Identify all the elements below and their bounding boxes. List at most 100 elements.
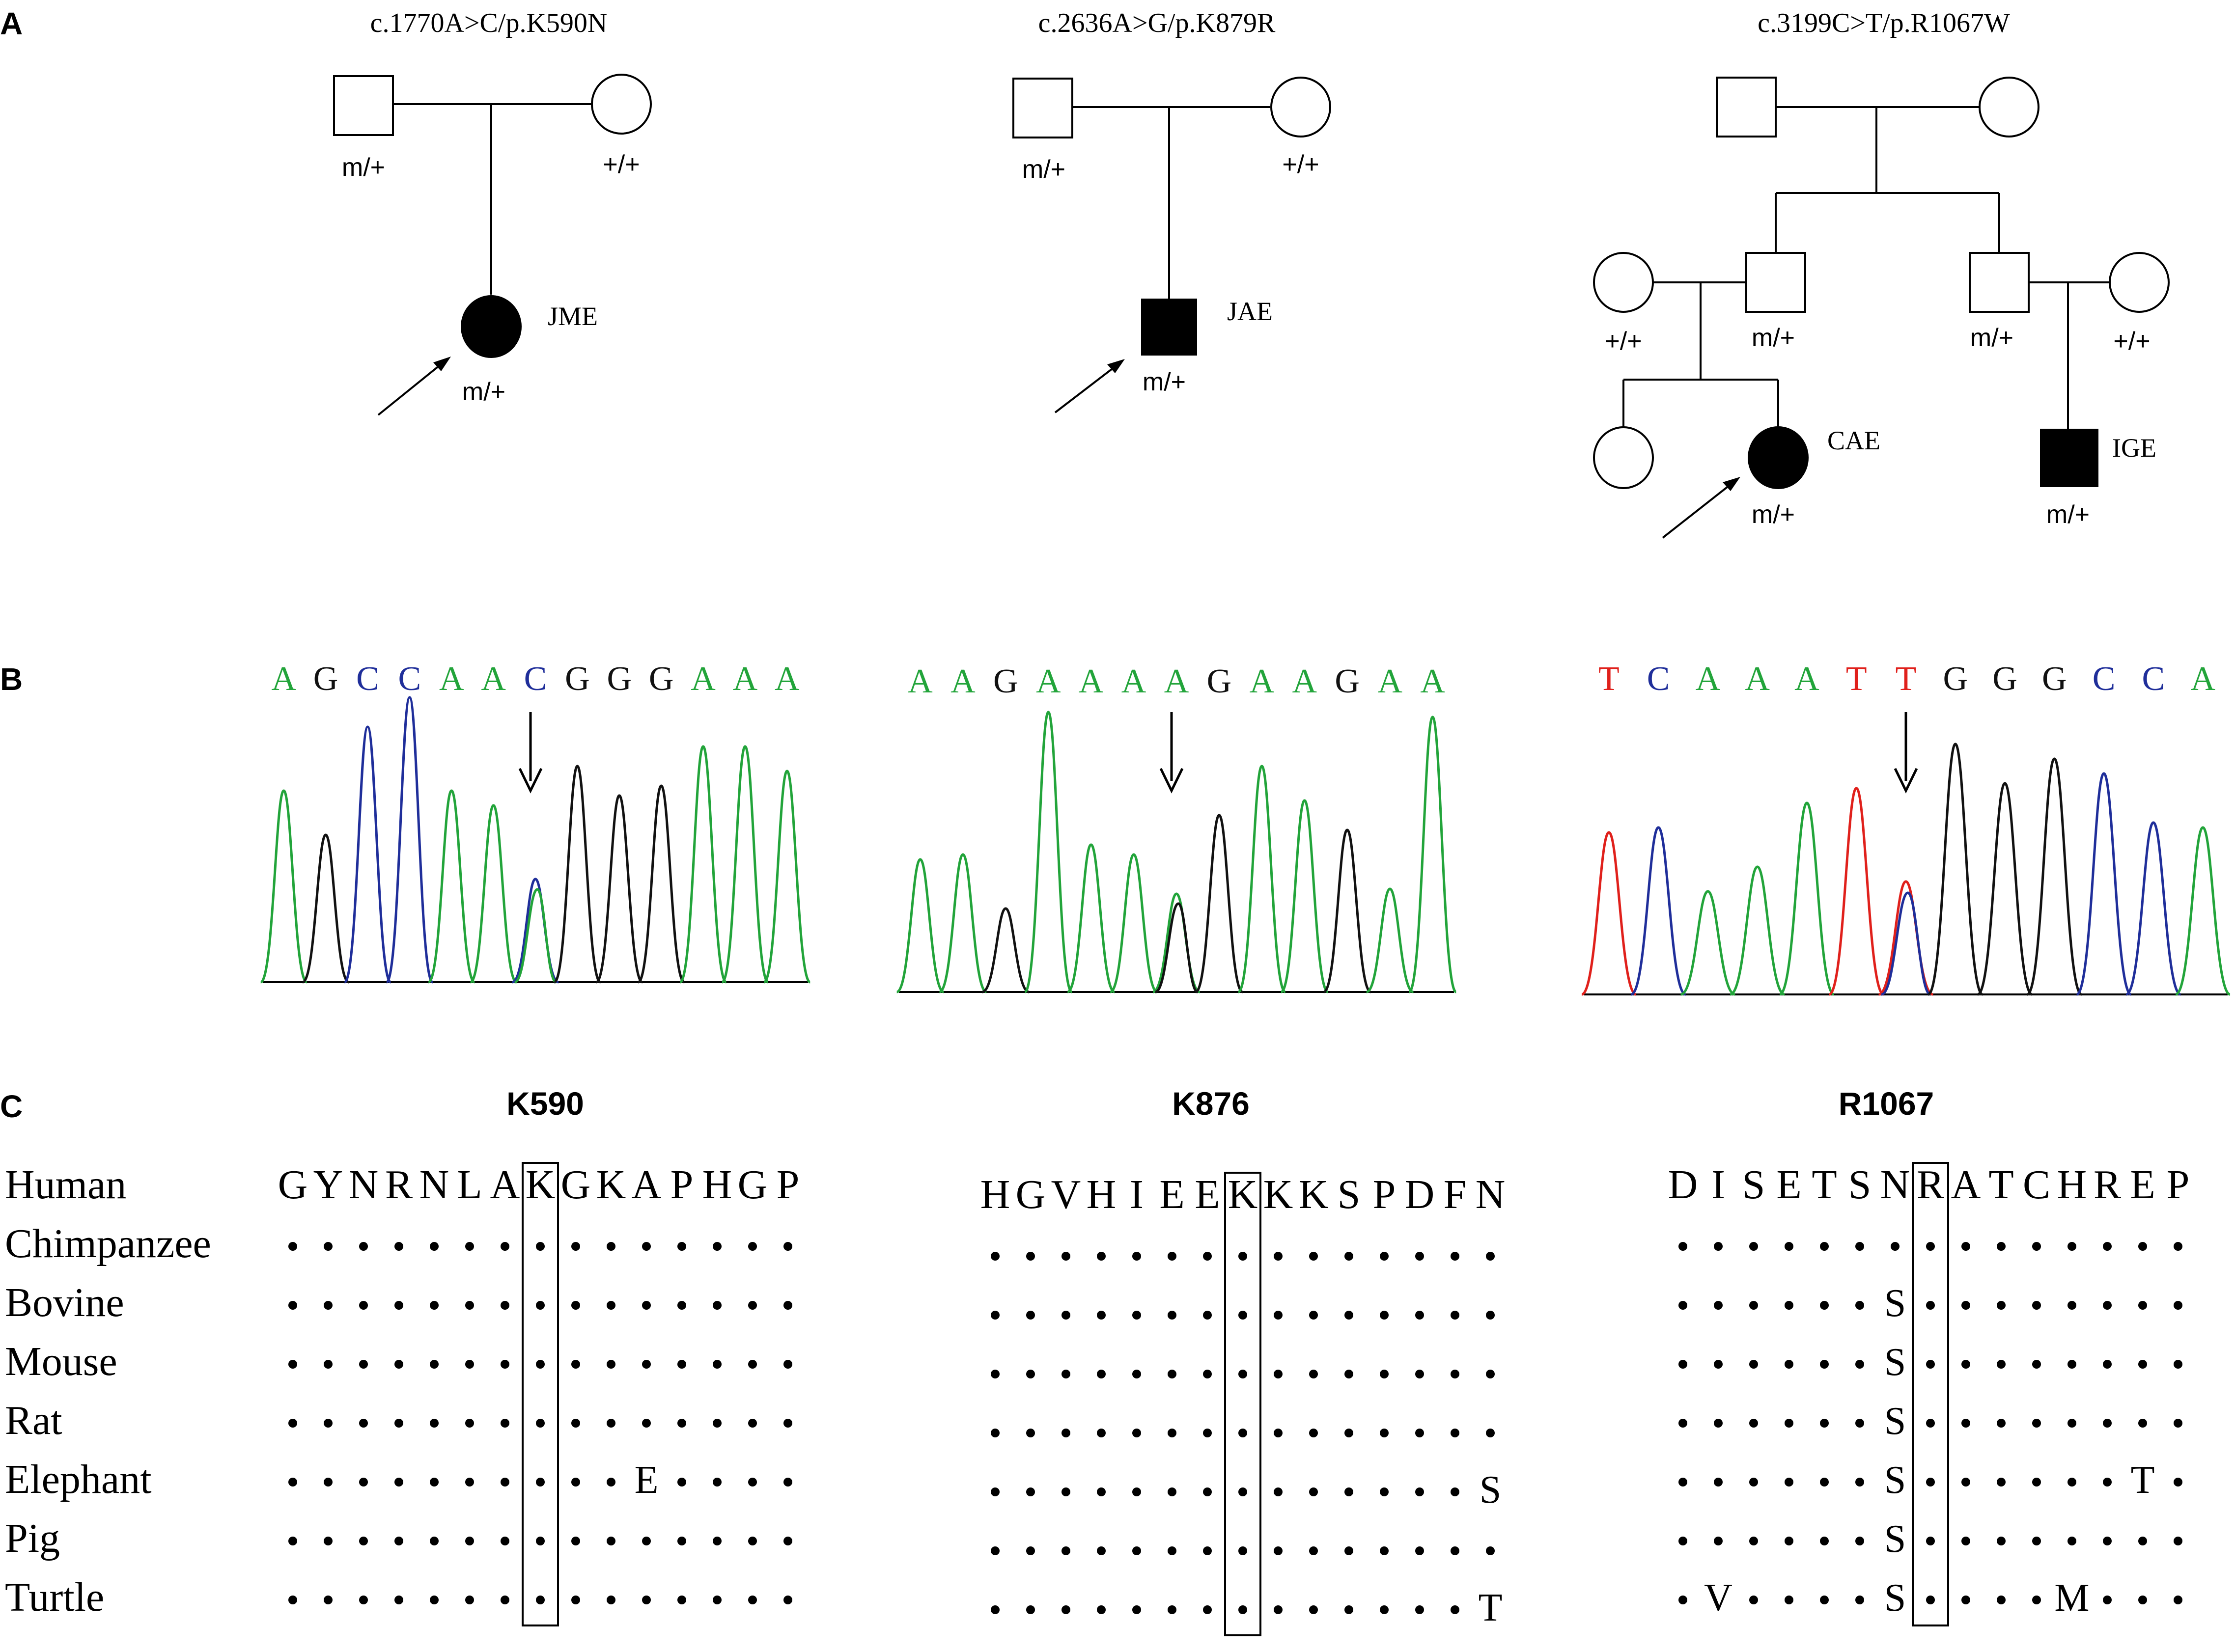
conserved-dot: [2138, 1419, 2147, 1428]
conserved-dot: [607, 1478, 615, 1487]
conserved-dot: [607, 1419, 615, 1428]
conserved-dot: [1097, 1252, 1106, 1261]
conserved-dot: [677, 1478, 686, 1487]
human-residue: S: [1742, 1162, 1765, 1208]
base-call-letter: C: [524, 660, 547, 698]
conserved-dot: [1855, 1301, 1864, 1310]
conserved-dot: [783, 1242, 792, 1251]
conservation-alignments: HumanChimpanzeeBovineMouseRatElephantPig…: [5, 1085, 2189, 1636]
pedigree-1: c.1770A>C/p.K590N m/+ +/+ JME m/+: [333, 8, 652, 416]
conserved-dot: [1097, 1370, 1106, 1378]
conserved-dot: [536, 1419, 545, 1428]
pedigree-3-right-wife: [2109, 252, 2170, 313]
pedigree-3-left-wife-genotype: +/+: [1605, 327, 1642, 356]
human-residue: K: [526, 1162, 556, 1208]
conserved-dot: [2138, 1596, 2147, 1604]
pedigree-1-proband-label: JME: [548, 302, 598, 331]
conserved-dot: [2138, 1360, 2147, 1369]
human-residue: G: [1016, 1172, 1046, 1217]
conserved-dot: [1785, 1242, 1793, 1251]
pedigree-1-proband-arrow: [377, 362, 443, 416]
human-residue: T: [1812, 1162, 1837, 1208]
conserved-dot: [501, 1301, 509, 1310]
conserved-dot: [430, 1596, 439, 1604]
conserved-dot: [2174, 1242, 2182, 1251]
human-residue: G: [561, 1162, 591, 1208]
conserved-dot: [642, 1242, 651, 1251]
variant-column-box: [1912, 1162, 1949, 1626]
conserved-dot: [465, 1537, 474, 1545]
human-residue: H: [980, 1172, 1010, 1217]
conserved-dot: [1132, 1487, 1141, 1496]
base-call-letter: G: [2042, 660, 2067, 698]
base-call-letter: T: [1598, 660, 1620, 698]
conserved-dot: [1238, 1370, 1247, 1378]
conserved-dot: [1486, 1311, 1495, 1320]
conserved-dot: [1749, 1537, 1758, 1545]
conserved-dot: [1062, 1546, 1070, 1555]
pedigree-1-mother: [591, 74, 652, 135]
human-residue: R: [385, 1162, 413, 1208]
pedigree-3-proband: [1748, 426, 1809, 489]
trace-peak: [343, 725, 392, 984]
base-call-letter: T: [1896, 660, 1917, 698]
conserved-dot: [324, 1242, 333, 1251]
substituted-residue: S: [1884, 1341, 1906, 1384]
conserved-dot: [1380, 1429, 1389, 1437]
human-residue: D: [1668, 1162, 1698, 1208]
conserved-dot: [677, 1360, 686, 1369]
variant-column-box: [522, 1162, 559, 1626]
conserved-dot: [1855, 1537, 1864, 1545]
conserved-dot: [1238, 1311, 1247, 1320]
conserved-dot: [607, 1360, 615, 1369]
conserved-dot: [430, 1242, 439, 1251]
conserved-dot: [1926, 1360, 1935, 1369]
conserved-dot: [1203, 1252, 1212, 1261]
conserved-dot: [430, 1360, 439, 1369]
conserved-dot: [2103, 1242, 2112, 1251]
conserved-dot: [1344, 1370, 1353, 1378]
species-label: Bovine: [5, 1280, 124, 1325]
conserved-dot: [2174, 1596, 2182, 1604]
pedigree-3-cousin-genotype: m/+: [2046, 500, 2090, 529]
conserved-dot: [1132, 1252, 1141, 1261]
variant-column-box: [1224, 1172, 1261, 1636]
conserved-dot: [748, 1478, 757, 1487]
conserved-dot: [1026, 1605, 1035, 1614]
conserved-dot: [1380, 1252, 1389, 1261]
conserved-dot: [2032, 1478, 2041, 1487]
human-residue: A: [490, 1162, 520, 1208]
conserved-dot: [571, 1242, 580, 1251]
conserved-dot: [1961, 1596, 1970, 1604]
base-call-letter: G: [993, 662, 1018, 700]
base-call-letter: C: [2093, 660, 2116, 698]
pedigree-3-right-son-genotype: m/+: [1970, 324, 2013, 352]
conserved-dot: [465, 1360, 474, 1369]
trace-peak: [302, 833, 350, 984]
pedigree-3-title: c.3199C>T/p.R1067W: [1758, 8, 2010, 38]
human-residue: P: [1373, 1172, 1396, 1217]
conserved-dot: [1238, 1429, 1247, 1437]
conserved-dot: [394, 1301, 403, 1310]
trace-peak: [1977, 782, 2033, 996]
pedigree-2: c.2636A>G/p.K879R m/+ +/+ JAE m/+: [1012, 8, 1331, 413]
conserved-dot: [642, 1596, 651, 1604]
conserved-dot: [394, 1596, 403, 1604]
conserved-dot: [1168, 1311, 1176, 1320]
conserved-dot: [1344, 1429, 1353, 1437]
conserved-dot: [1749, 1360, 1758, 1369]
conserved-dot: [748, 1596, 757, 1604]
conserved-dot: [1026, 1311, 1035, 1320]
conserved-dot: [1451, 1546, 1459, 1555]
pedigree-3-right-wife-genotype: +/+: [2113, 327, 2150, 356]
conserved-dot: [1926, 1301, 1935, 1310]
conserved-dot: [1820, 1596, 1829, 1604]
human-residue: A: [632, 1162, 662, 1208]
base-call-letter: A: [691, 660, 716, 698]
conserved-dot: [1238, 1487, 1247, 1496]
site-label: K876: [1172, 1085, 1250, 1122]
conserved-dot: [359, 1478, 368, 1487]
trace-peak: [260, 789, 308, 984]
substituted-residue: T: [1479, 1586, 1503, 1629]
trace-peak: [1630, 826, 1686, 996]
